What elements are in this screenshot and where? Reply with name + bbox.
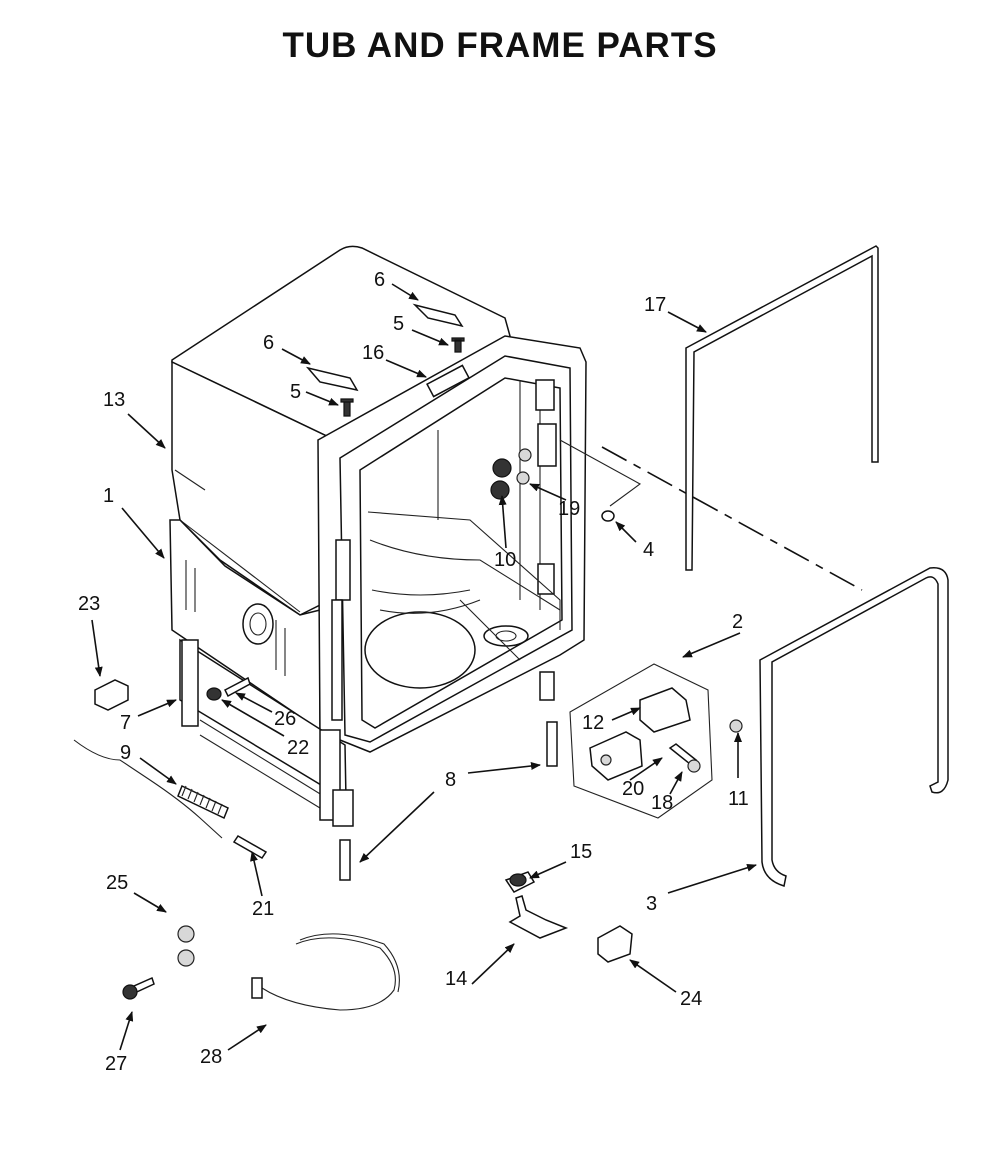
callout-23: 23 xyxy=(78,593,100,615)
callout-26: 26 xyxy=(274,708,296,730)
callout-15: 15 xyxy=(570,841,592,863)
gasket-3 xyxy=(759,567,949,887)
callout-1: 1 xyxy=(103,485,114,507)
callout-28: 28 xyxy=(200,1046,222,1068)
callout-10: 10 xyxy=(494,549,516,571)
callout-5-upper: 5 xyxy=(393,313,404,335)
callout-labels: 13 1 2 3 4 5 5 6 6 7 8 9 10 11 12 14 15 … xyxy=(78,269,749,1075)
callout-14: 14 xyxy=(445,968,467,990)
callout-25: 25 xyxy=(106,872,128,894)
callout-2: 2 xyxy=(732,611,743,633)
callout-24: 24 xyxy=(680,988,702,1010)
alignment-line xyxy=(601,446,863,591)
bracket-kit-2 xyxy=(569,663,713,819)
callout-7: 7 xyxy=(120,712,131,734)
callout-22: 22 xyxy=(287,737,309,759)
callout-9: 9 xyxy=(120,742,131,764)
callout-5-lower: 5 xyxy=(290,381,301,403)
callout-4: 4 xyxy=(643,539,654,561)
callout-6-upper: 6 xyxy=(374,269,385,291)
callout-16: 16 xyxy=(362,342,384,364)
callout-11: 11 xyxy=(728,788,749,810)
callout-18: 18 xyxy=(651,792,673,814)
callout-20: 20 xyxy=(622,778,644,800)
diagram-title: TUB AND FRAME PARTS xyxy=(282,26,718,65)
callout-27: 27 xyxy=(105,1053,127,1075)
tub-assembly xyxy=(169,245,587,827)
callout-8: 8 xyxy=(445,769,456,791)
gasket-17 xyxy=(685,245,879,571)
callout-19: 19 xyxy=(558,498,580,520)
leader-arrows xyxy=(91,283,757,1051)
callout-12: 12 xyxy=(582,712,604,734)
callout-3: 3 xyxy=(646,893,657,915)
callout-17: 17 xyxy=(644,294,666,316)
callout-13: 13 xyxy=(103,389,125,411)
callout-6-lower: 6 xyxy=(263,332,274,354)
callout-21: 21 xyxy=(252,898,274,920)
